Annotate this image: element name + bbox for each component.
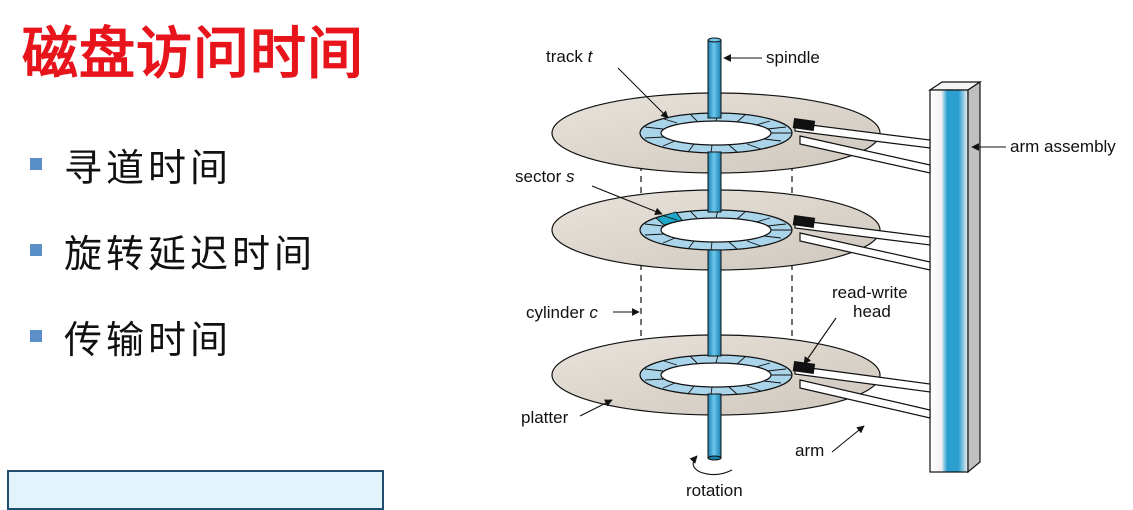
read-write-head-top [792,117,816,132]
label-arm: arm [795,441,824,460]
bullet-rotational-latency: 旋转延迟时间 [30,230,316,276]
bullet-transfer-time: 传输时间 [30,316,316,362]
arm-assembly-column [928,80,982,474]
label-spindle: spindle [766,48,820,67]
label-sector: sector s [515,167,575,186]
square-bullet-icon [30,330,42,342]
bullet-seek-time: 寻道时间 [30,144,316,190]
square-bullet-icon [30,158,42,170]
label-head: head [853,302,891,321]
label-track: track t [546,47,594,66]
arm-middle [792,214,931,271]
disk-diagram: track t spindle arm assembly sector s cy… [515,37,1116,499]
square-bullet-icon [30,244,42,256]
label-read-write: read-write [832,283,908,302]
label-rotation: rotation [686,481,743,499]
bullet-text: 寻道时间 [64,145,233,190]
bullet-list: 寻道时间 旋转延迟时间 传输时间 [30,144,316,402]
platter-middle [551,189,881,271]
info-box [7,470,384,510]
label-cylinder: cylinder c [526,303,598,322]
bullet-text: 旋转延迟时间 [64,231,317,276]
label-arm-assembly: arm assembly [1010,137,1116,156]
arm-top [792,117,931,174]
label-platter: platter [521,408,569,427]
slide-title: 磁盘访问时间 [22,21,364,87]
bullet-text: 传输时间 [64,317,233,362]
